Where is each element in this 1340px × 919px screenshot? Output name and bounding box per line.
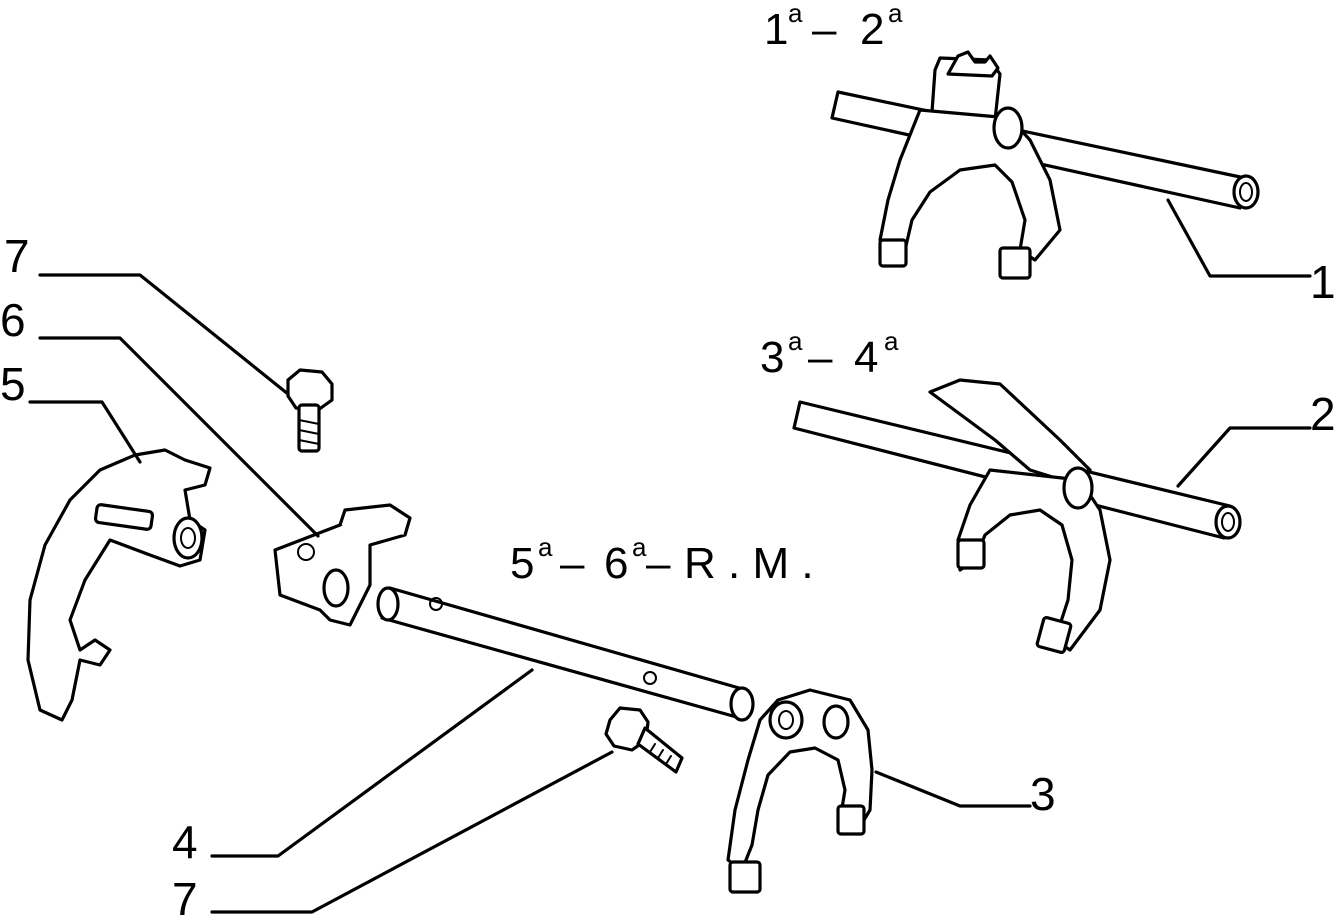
svg-text:–: – [560, 539, 585, 588]
gear-label-1-2: 1 a – 2 a [764, 0, 903, 54]
gear-label-5-6-rm: 5 a – 6 a – R . M . [510, 532, 814, 588]
svg-text:1: 1 [764, 5, 788, 54]
leader-line-6 [38, 336, 320, 538]
svg-text:R . M .: R . M . [684, 539, 814, 588]
svg-text:–: – [812, 5, 837, 54]
leader-line-7-upper [38, 273, 290, 396]
svg-text:–: – [808, 333, 833, 382]
part-3-fork-5-6-reverse [726, 688, 874, 894]
callout-1: 1 [1310, 256, 1336, 308]
svg-text:2: 2 [860, 5, 884, 54]
part-7-bolt-lower [604, 706, 684, 774]
callout-2: 2 [1310, 388, 1336, 440]
callout-7-upper: 7 [4, 230, 30, 282]
svg-text:a: a [632, 532, 647, 562]
leader-line-4 [210, 668, 534, 858]
part-7-bolt-upper [286, 368, 334, 453]
svg-text:a: a [788, 0, 803, 28]
leader-line-7-lower [210, 750, 614, 914]
svg-text:a: a [884, 326, 899, 356]
callout-7-lower: 7 [172, 873, 198, 919]
svg-text:3: 3 [760, 333, 784, 382]
part-6-selector-block [273, 503, 412, 627]
svg-text:a: a [538, 532, 553, 562]
svg-text:a: a [888, 0, 903, 28]
leader-line-5 [28, 400, 142, 464]
svg-text:–: – [646, 539, 671, 588]
leader-line-2 [1176, 426, 1312, 488]
callout-5: 5 [0, 358, 26, 410]
gear-label-3-4: 3 a – 4 a [760, 326, 899, 382]
svg-text:6: 6 [604, 539, 628, 588]
leader-line-3 [874, 770, 1032, 808]
svg-text:4: 4 [854, 333, 878, 382]
part-5-shift-fork [26, 448, 212, 722]
callout-6: 6 [0, 294, 26, 346]
leader-line-1 [1166, 198, 1312, 278]
svg-text:5: 5 [510, 539, 534, 588]
callout-4: 4 [172, 816, 198, 868]
part-2-shift-rod-fork-3-4 [792, 378, 1242, 655]
callout-3: 3 [1030, 768, 1056, 820]
part-1-shift-rod-fork-1-2 [830, 50, 1260, 280]
svg-text:a: a [788, 326, 803, 356]
part-4-shift-rod-5-6-reverse [376, 586, 755, 722]
